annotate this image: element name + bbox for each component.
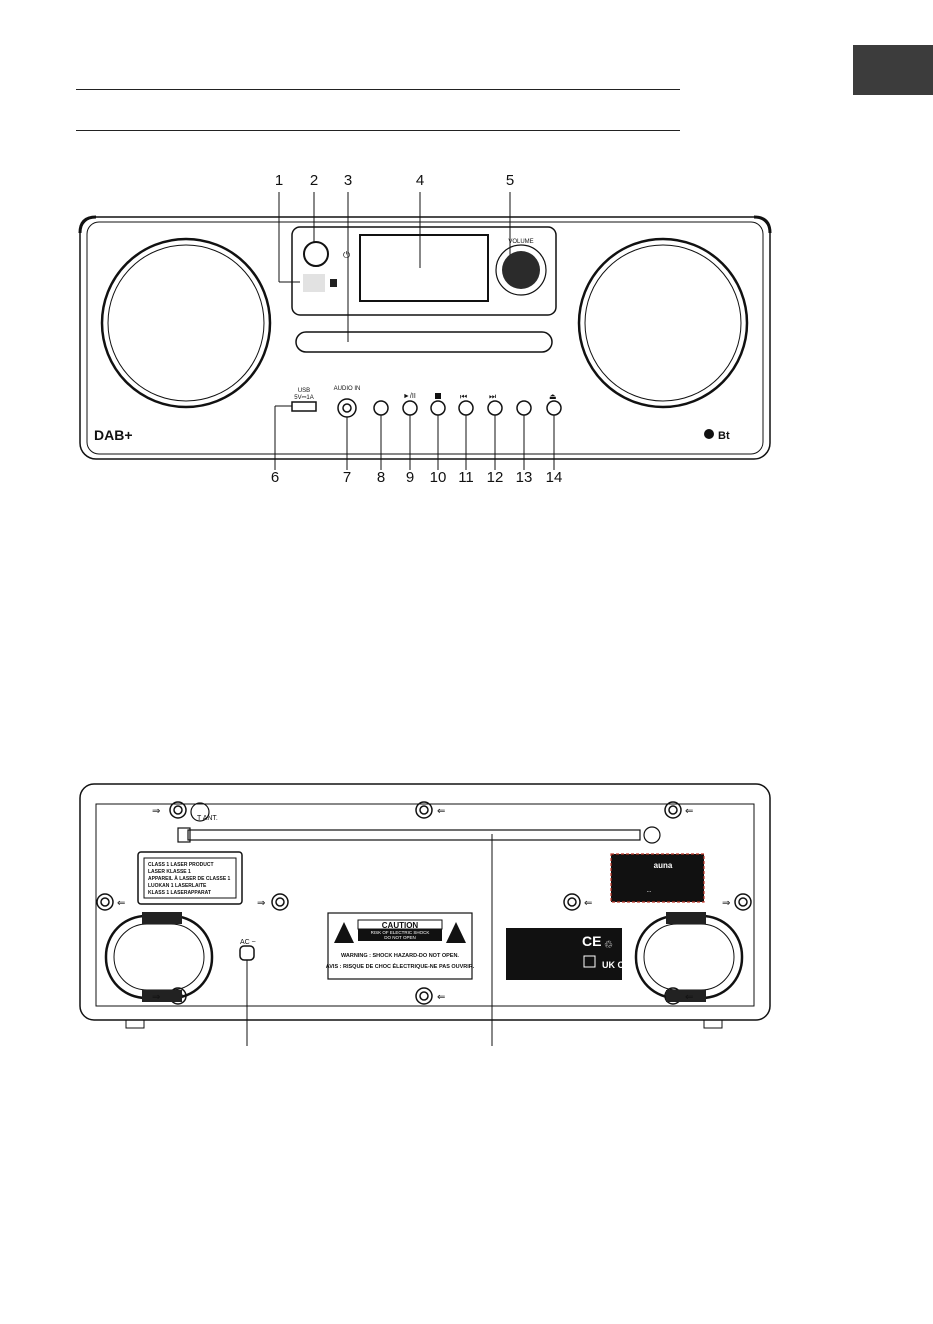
caution-title: CAUTION: [382, 921, 419, 930]
bluetooth-icon: [704, 429, 714, 439]
power-icon: ⏻: [343, 250, 350, 260]
right-handle-bottom-bar: [666, 990, 706, 1002]
volume-knob: [502, 251, 540, 289]
caution-subtitle-box: [358, 929, 442, 941]
eject-icon: ⏏: [549, 392, 557, 401]
audio-in-label: AUDIO IN: [334, 386, 361, 392]
laser-label-line-1: CLASS 1 LASER PRODUCT: [148, 862, 214, 868]
callout-8: 8: [376, 469, 386, 486]
callout-7: 7: [342, 469, 352, 486]
weee-bin-icon: ♲: [604, 940, 613, 951]
double-insulation-icon: [583, 955, 596, 968]
arrow-icon: ⇐: [685, 992, 693, 1003]
volume-label: VOLUME: [508, 239, 533, 245]
usb-label: USB: [298, 388, 310, 394]
callout-11: 11: [458, 469, 474, 486]
callout-4: 4: [415, 172, 425, 189]
caution-subtitle-2: DO NOT OPEN: [384, 935, 415, 940]
arrow-icon: ⇒: [152, 806, 160, 817]
next-icon: ⏭: [489, 392, 496, 401]
callout-3: 3: [343, 172, 353, 189]
laser-label-line-2: LASER KLASSE 1: [148, 869, 191, 875]
microphone-grille: [303, 274, 325, 292]
ce-mark: CE: [582, 933, 601, 949]
exclamation-warning-icon: [446, 922, 466, 943]
language-tab[interactable]: [853, 45, 933, 95]
brand-sub: ...: [646, 888, 651, 894]
ukca-mark: UK CA: [602, 960, 631, 970]
arrow-icon: ⇐: [685, 806, 693, 817]
callout-6: 6: [270, 469, 280, 486]
callout-5: 5: [505, 172, 515, 189]
cert-label-box: [506, 928, 622, 980]
left-handle-bottom-bar: [142, 990, 182, 1002]
arrow-icon: ⇒: [257, 898, 265, 909]
callout-2: 2: [309, 172, 319, 189]
antenna-label: T ANT.: [197, 815, 218, 822]
prev-icon: ⏮: [460, 392, 467, 401]
callout-12: 12: [486, 469, 504, 486]
callout-13: 13: [515, 469, 533, 486]
ir-sensor: [330, 279, 337, 287]
arrow-icon: ⇒: [152, 992, 160, 1003]
dab-logo: DAB+: [94, 427, 133, 443]
callout-10: 10: [429, 469, 447, 486]
rear-view-diagram: ⇒ ⇐ ⇐ ⇐ ⇒ ⇐ ⇒ ⇒ ⇐ ⇐ T ANT. AC ~ CLASS 1 …: [79, 783, 771, 1046]
caution-warning-fr: AVIS : RISQUE DE CHOC ÉLECTRIQUE-NE PAS …: [326, 962, 475, 970]
bt-logo: Bt: [718, 430, 730, 442]
ac-label: AC ~: [240, 939, 256, 946]
header-rule-bottom: [76, 130, 680, 131]
laser-label-line-3: APPAREIL À LASER DE CLASSE 1: [148, 875, 231, 882]
right-handle-top-bar: [666, 912, 706, 924]
front-view-diagram: ⏻ ►/II ⏮ ⏭ ⏏ VOLUME USB 5V⎓1A AUDIO IN D…: [78, 192, 772, 470]
arrow-icon: ⇐: [437, 992, 445, 1003]
brand-label-box: [610, 853, 705, 903]
header-rule-top: [76, 89, 680, 90]
brand-name: auna: [654, 861, 673, 870]
arrow-icon: ⇒: [722, 898, 730, 909]
callout-9: 9: [405, 469, 415, 486]
callout-14: 14: [545, 469, 563, 486]
arrow-icon: ⇐: [117, 898, 125, 909]
laser-label-line-5: KLASS 1 LASERAPPARAT: [148, 890, 211, 896]
caution-warning-en: WARNING : SHOCK HAZARD-DO NOT OPEN.: [341, 953, 459, 959]
laser-label-line-4: LUOKAN 1 LASERLAITE: [148, 883, 207, 889]
left-handle-top-bar: [142, 912, 182, 924]
caution-subtitle-1: RISK OF ELECTRIC SHOCK: [371, 930, 430, 935]
stop-icon: [435, 393, 441, 399]
arrow-icon: ⇐: [584, 898, 592, 909]
shock-warning-icon: [334, 922, 354, 943]
usb-rating-label: 5V⎓1A: [294, 395, 313, 401]
callout-1: 1: [274, 172, 284, 189]
play-pause-icon: ►/II: [403, 393, 416, 400]
arrow-icon: ⇐: [437, 806, 445, 817]
